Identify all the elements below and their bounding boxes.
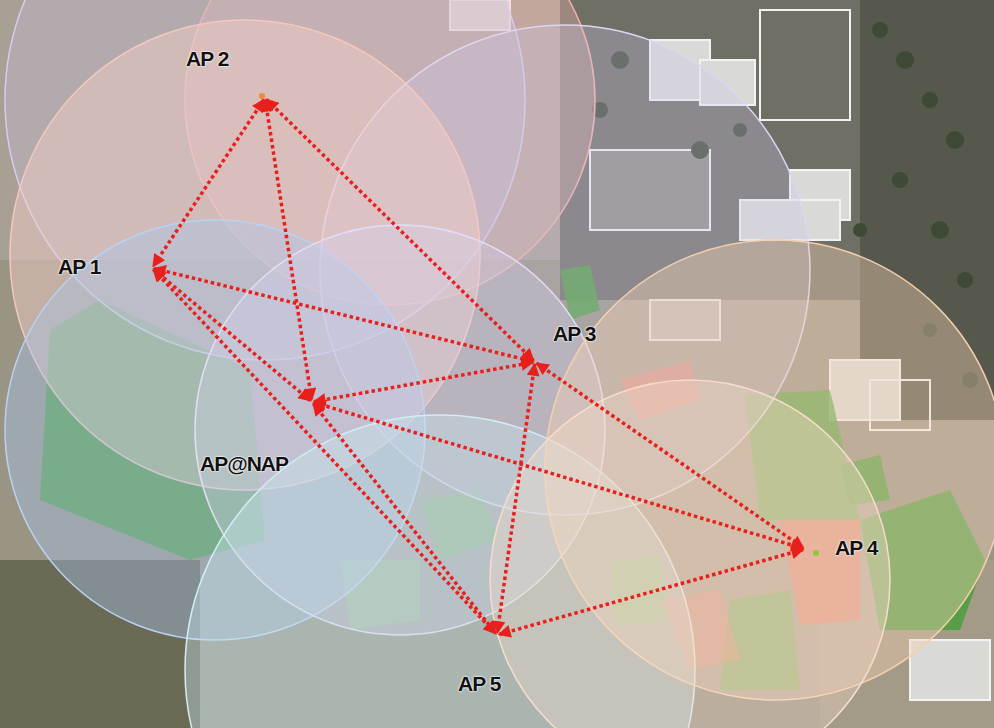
- device-dot: [259, 93, 265, 99]
- device-dot: [813, 550, 819, 556]
- wireless-link: [154, 269, 311, 400]
- access-point: AP 3: [535, 322, 598, 362]
- coverage-areas: [5, 0, 994, 728]
- node-label: AP 1: [58, 255, 152, 279]
- wireless-link: [314, 362, 533, 401]
- wireless-link: [499, 550, 803, 635]
- wireless-link: [266, 99, 533, 360]
- wireless-link: [153, 100, 264, 267]
- access-point: AP 1: [58, 255, 152, 279]
- access-point: AP 4: [805, 536, 880, 560]
- node-label: AP 2: [186, 47, 265, 71]
- wireless-link: [313, 404, 496, 634]
- node-label: AP@NAP: [200, 452, 312, 476]
- node-label: AP 4: [835, 536, 880, 560]
- node-label: AP 3: [553, 322, 598, 346]
- wireless-link: [497, 364, 534, 633]
- wireless-link: [314, 403, 803, 549]
- wireless-link: [265, 100, 311, 400]
- access-point: AP@NAP: [200, 402, 312, 476]
- wireless-link: [537, 363, 804, 548]
- access-point: AP 5: [458, 635, 503, 696]
- wireless-link: [153, 269, 495, 633]
- access-point: AP 2: [186, 47, 265, 98]
- node-label: AP 5: [458, 672, 503, 696]
